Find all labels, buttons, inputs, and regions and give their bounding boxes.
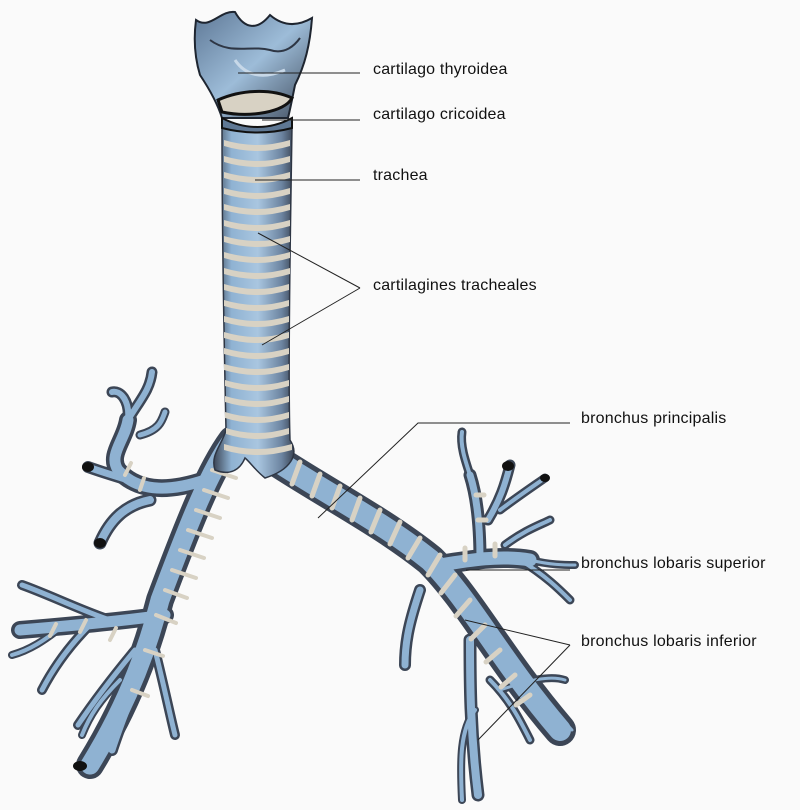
label-bronchus-lobaris-superior: bronchus lobaris superior xyxy=(581,555,766,572)
label-cartilago-cricoidea: cartilago cricoidea xyxy=(373,106,506,123)
trachea-tube xyxy=(213,127,295,479)
leader-tracheal-rings-1 xyxy=(257,232,361,289)
leader-inferior-lobar-1 xyxy=(464,619,571,646)
label-bronchus-lobaris-inferior: bronchus lobaris inferior xyxy=(581,633,757,650)
label-trachea: trachea xyxy=(373,167,428,184)
right-bronchial-tree xyxy=(252,427,579,804)
label-cartilago-thyroidea: cartilago thyroidea xyxy=(373,61,508,78)
left-bronchial-tree xyxy=(8,366,246,779)
larynx xyxy=(193,10,314,134)
leader-main-bronchus xyxy=(317,422,570,519)
label-bronchus-principalis: bronchus principalis xyxy=(581,410,727,427)
leader-lines xyxy=(238,72,571,741)
tracheal-rings xyxy=(224,140,292,455)
label-cartilagines-tracheales: cartilagines tracheales xyxy=(373,277,537,294)
leader-inferior-lobar-2 xyxy=(477,644,571,741)
leader-tracheal-rings-2 xyxy=(261,287,361,346)
